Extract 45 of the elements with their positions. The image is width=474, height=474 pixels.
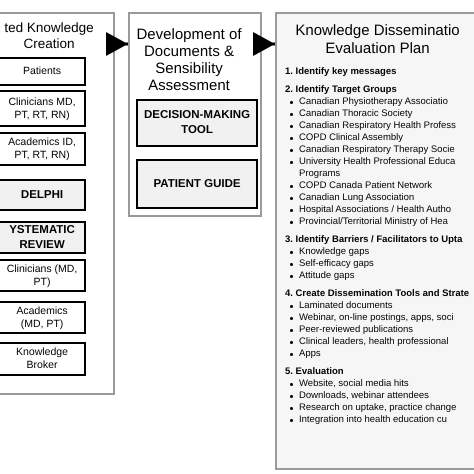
item-box: Academics (MD, PT) — [0, 301, 86, 334]
list-item: Apps — [299, 348, 322, 360]
item-box: YSTEMATIC REVIEW — [0, 221, 86, 254]
list-item: Hospital Associations / Health Autho — [299, 204, 452, 216]
item-box: Patients — [0, 57, 86, 86]
list-item: COPD Clinical Assembly — [299, 132, 404, 144]
panel-heading: Knowledge Disseminatio Evaluation Plan — [294, 22, 461, 58]
list-item: Attitude gaps — [299, 270, 356, 282]
list-item: Clinical leaders, health professional — [299, 336, 450, 348]
list-item: University Health Professional Educa Programs — [299, 156, 456, 180]
list-item: Canadian Respiratory Therapy Socie — [299, 144, 456, 156]
step-heading: 5. Evaluation — [285, 366, 345, 378]
list-item: Website, social media hits — [299, 378, 410, 390]
step-heading: 1. Identify key messages — [285, 66, 398, 78]
stage-panel — [0, 12, 115, 395]
item-box: PATIENT GUIDE — [136, 159, 258, 209]
item-box: Clinicians MD, PT, RT, RN) — [0, 90, 86, 127]
panel-heading: Development of Documents & Sensibility Assessment — [136, 26, 242, 94]
list-item: COPD Canada Patient Network — [299, 180, 434, 192]
list-item: Canadian Lung Association — [299, 192, 416, 204]
list-item: Self-efficacy gaps — [299, 258, 375, 270]
list-item: Knowledge gaps — [299, 246, 370, 258]
list-item: Canadian Thoracic Society — [299, 108, 414, 120]
list-item: Canadian Respiratory Health Profess — [299, 120, 457, 132]
stage-panel — [128, 12, 262, 217]
step-heading: 3. Identify Barriers / Facilitators to Upta — [285, 234, 464, 246]
panel-heading: ted Knowledge Creation — [3, 20, 95, 52]
item-box: Knowledge Broker — [0, 342, 86, 376]
step-heading: 4. Create Dissemination Tools and Strate — [285, 288, 470, 300]
item-box: Academics ID, PT, RT, RN) — [0, 132, 86, 166]
list-item: Laminated documents — [299, 300, 394, 312]
arrow — [106, 32, 128, 56]
list-item: Integration into health education cu — [299, 414, 448, 426]
list-item: Webinar, on-line postings, apps, soci — [299, 312, 455, 324]
plan-panel — [275, 12, 474, 470]
item-box: Clinicians (MD, PT) — [0, 259, 86, 292]
arrow — [253, 32, 275, 56]
step-heading: 2. Identify Target Groups — [285, 84, 398, 96]
list-item: Research on uptake, practice change — [299, 402, 458, 414]
item-box: DECISION-MAKING TOOL — [136, 99, 258, 147]
list-item: Peer-reviewed publications — [299, 324, 414, 336]
item-box: DELPHI — [0, 179, 86, 211]
list-item: Provincial/Territorial Ministry of Hea — [299, 216, 449, 228]
list-item: Canadian Physiotherapy Associatio — [299, 96, 449, 108]
list-item: Downloads, webinar attendees — [299, 390, 430, 402]
